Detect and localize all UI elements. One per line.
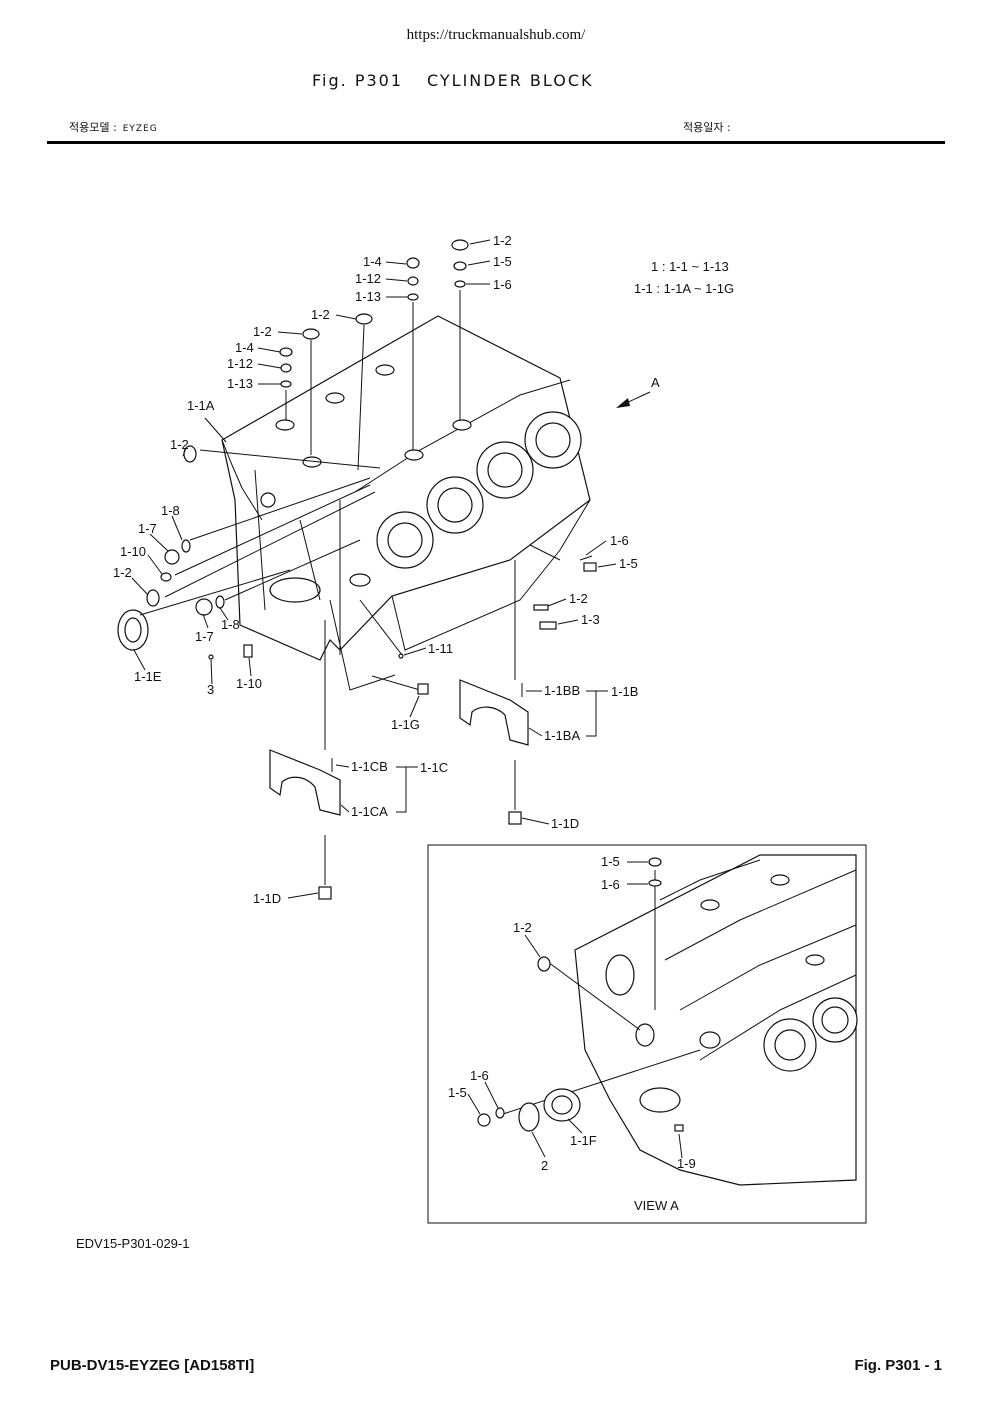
callout-label: 1-1D	[551, 816, 579, 831]
callout-label: 1-8	[161, 503, 180, 518]
callout-label: 1-12	[355, 271, 381, 286]
loose-parts	[117, 239, 597, 695]
callout-label: 1-7	[138, 521, 157, 536]
callout-label: 1-1BA	[544, 728, 580, 743]
main-bearing-cap-c	[269, 749, 341, 900]
callout-label: 3	[207, 682, 214, 697]
legend-line-1: 1 : 1-1 ~ 1-13	[651, 259, 729, 274]
callout-label: 1-10	[120, 544, 146, 559]
callout-label: 1-7	[195, 629, 214, 644]
callout-label: 1-6	[493, 277, 512, 292]
header-rule	[47, 141, 945, 144]
callout-label: 1-1C	[420, 760, 448, 775]
view-callout-label: 1-5	[448, 1085, 467, 1100]
cylinder-block-drawing	[221, 315, 591, 691]
callout-label: 1-13	[227, 376, 253, 391]
callout-labels: 1-2 1-5 1-6 1-4 1-12 1-13 1-2 1-2 1-4 1-…	[113, 233, 638, 906]
view-callout-label: 1-2	[513, 920, 532, 935]
callout-label: 1-4	[235, 340, 254, 355]
figure-name: CYLINDER BLOCK	[427, 71, 594, 90]
view-callout-label: 1-6	[470, 1068, 489, 1083]
view-callout-label: 1-5	[601, 854, 620, 869]
callout-label: 1-2	[253, 324, 272, 339]
callout-label: 1-1A	[187, 398, 215, 413]
callout-label: 1-5	[493, 254, 512, 269]
callout-label: 1-1E	[134, 669, 162, 684]
view-callout-label: 2	[541, 1158, 548, 1173]
model-value: EYZEG	[122, 124, 158, 134]
callout-label: 1-1D	[253, 891, 281, 906]
callout-label: 1-1CA	[351, 804, 388, 819]
applicable-date: 적용일자 :	[683, 119, 731, 135]
callout-label: 1-6	[610, 533, 629, 548]
view-callout-label: 1-9	[677, 1156, 696, 1171]
page-number: Fig. P301 - 1	[854, 1357, 942, 1374]
callout-label: 1-13	[355, 289, 381, 304]
callout-label: 1-12	[227, 356, 253, 371]
callout-label: 1-1BB	[544, 683, 580, 698]
figure-number: Fig. P301	[312, 71, 403, 90]
callout-label: 1-1G	[391, 717, 420, 732]
view-box-title: VIEW A	[634, 1198, 679, 1213]
date-label: 적용일자 :	[683, 121, 731, 134]
callout-label: 1-5	[619, 556, 638, 571]
callout-label: 1-2	[493, 233, 512, 248]
legend-line-2: 1-1 : 1-1A ~ 1-1G	[634, 281, 734, 296]
callout-label: 1-11	[428, 641, 453, 656]
publication-code: PUB-DV15-EYZEG [AD158TI]	[50, 1357, 255, 1374]
callout-label: 1-2	[113, 565, 132, 580]
callout-leaders	[131, 239, 617, 899]
callout-label: 1-1B	[611, 684, 638, 699]
view-callout-label: 1-1F	[570, 1133, 597, 1148]
callout-label: 1-2	[311, 307, 330, 322]
view-callout-label: 1-6	[601, 877, 620, 892]
source-url: https://truckmanualshub.com/	[406, 27, 586, 43]
applicable-model: 적용모델 : EYZEG	[69, 119, 158, 135]
assembly-guide-lines	[139, 290, 561, 750]
figure-title: Fig. P301 CYLINDER BLOCK	[312, 71, 593, 90]
callout-label: 1-8	[221, 617, 240, 632]
main-bearing-cap-b	[459, 679, 529, 825]
callout-label: 1-4	[363, 254, 382, 269]
view-a-inset: 1-5 1-6 1-2 1-6 1-5 1-1F 2 1-9 VIEW A	[427, 844, 867, 1224]
view-arrow-label: A	[651, 375, 660, 390]
callout-label: 1-3	[581, 612, 600, 627]
model-label: 적용모델 :	[69, 121, 117, 134]
callout-label: 1-2	[170, 437, 189, 452]
callout-label: 1-10	[236, 676, 262, 691]
callout-label: 1-2	[569, 591, 588, 606]
drawing-id: EDV15-P301-029-1	[76, 1236, 190, 1251]
callout-label: 1-1CB	[351, 759, 388, 774]
view-a-arrow	[616, 391, 651, 408]
